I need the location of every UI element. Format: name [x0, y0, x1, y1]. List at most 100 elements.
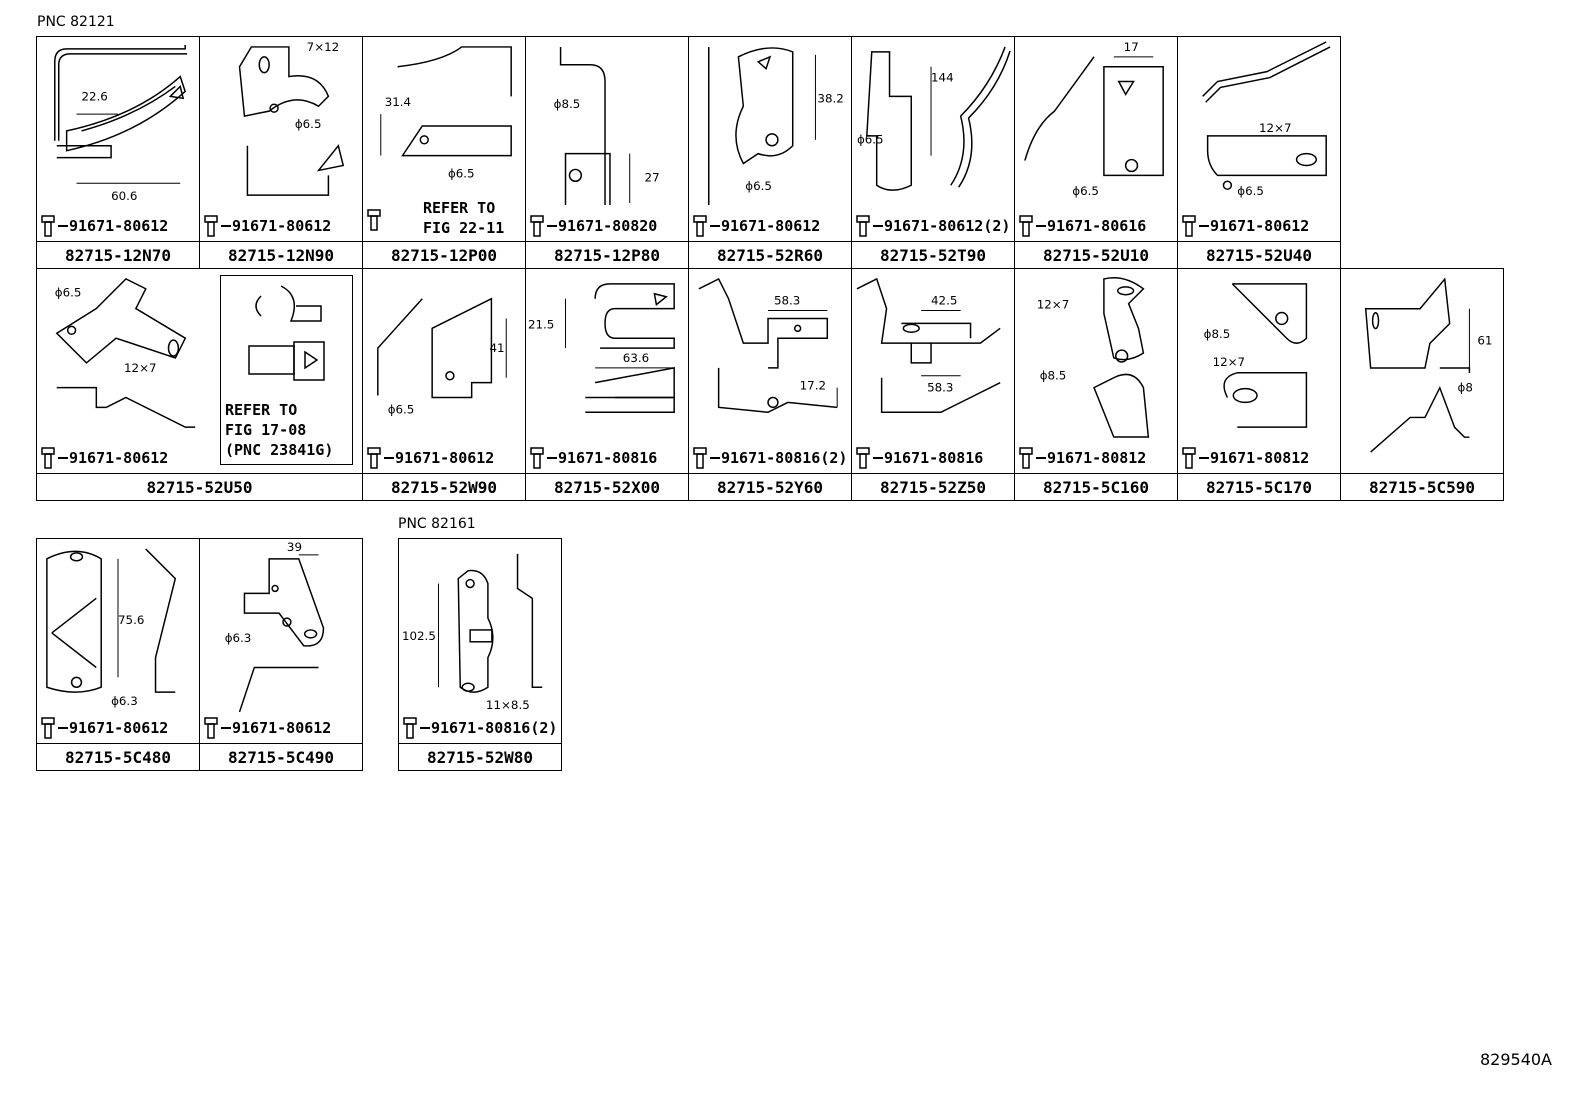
- bolt-number: 91671-80820: [558, 217, 658, 235]
- part-cell-12p80[interactable]: ϕ8.5 27 91671-80820 82715-12P80: [525, 36, 689, 269]
- part-cell-52u10[interactable]: 17 ϕ6.5 91671-80616 82715-52U10: [1014, 36, 1178, 269]
- bracket-drawing: 22.6 60.6: [37, 37, 199, 210]
- part-cell-52y60[interactable]: 58.3 17.2 91671-80816(2) 82715-52Y60: [688, 268, 852, 501]
- part-cell-52w90[interactable]: 41 ϕ6.5 91671-80612 82715-52W90: [362, 268, 526, 501]
- part-cell-5c480[interactable]: 75.6 ϕ6.3 91671-80612 82715-5C480: [36, 538, 200, 771]
- bolt-callout: 91671-80812: [1018, 446, 1146, 470]
- bolt-number: 91671-80816(2): [431, 719, 558, 737]
- part-cell-5c170[interactable]: ϕ8.5 12×7 91671-80812 82715-5C170: [1177, 268, 1341, 501]
- bolt-callout: 91671-80820: [529, 214, 657, 238]
- bolt-icon: [856, 215, 870, 237]
- bolt-icon: [41, 717, 55, 739]
- bolt-icon: [530, 215, 544, 237]
- part-cell-12n70[interactable]: 22.6 60.6 91671-80612 82715-12N70: [36, 36, 200, 269]
- part-number: 82715-5C490: [200, 743, 362, 770]
- dim-label: ϕ6.5: [1072, 184, 1099, 198]
- bracket-drawing: 144 ϕ6.5: [852, 37, 1014, 210]
- bracket-drawing: 12×7 ϕ6.5: [1178, 37, 1340, 210]
- bolt-callout: 91671-80612: [40, 716, 168, 740]
- part-number: 82715-52X00: [526, 473, 688, 500]
- dim-label: 102.5: [402, 629, 436, 643]
- part-cell-52r60[interactable]: 38.2 ϕ6.5 91671-80612 82715-52R60: [688, 36, 852, 269]
- bolt-icon: [1019, 215, 1033, 237]
- bolt-icon: [693, 215, 707, 237]
- dim-label: 27: [645, 170, 660, 184]
- bracket-drawing: 102.5 11×8.5: [399, 539, 561, 712]
- part-cell-5c160[interactable]: 12×7 ϕ8.5 91671-80812 82715-5C160: [1014, 268, 1178, 501]
- bolt-number: 91671-80612: [69, 719, 169, 737]
- bolt-number: 91671-80612: [232, 217, 332, 235]
- part-cell-52x00[interactable]: 21.5 63.6 91671-80816 82715-52X00: [525, 268, 689, 501]
- bolt-icon: [1182, 447, 1196, 469]
- bracket-drawing: 21.5 63.6: [526, 269, 688, 442]
- bracket-drawing: 58.3 17.2: [689, 269, 851, 442]
- bolt-callout: 91671-80612: [203, 716, 331, 740]
- dim-label: ϕ6.3: [225, 631, 252, 645]
- dim-label: ϕ6.5: [1237, 184, 1264, 198]
- bolt-icon: [41, 447, 55, 469]
- dim-label: ϕ6.5: [388, 402, 415, 416]
- bolt-number: 91671-80612: [395, 449, 495, 467]
- part-cell-5c590[interactable]: 61 ϕ8 82715-5C590: [1340, 268, 1504, 501]
- bolt-number: 91671-80816(2): [721, 449, 848, 467]
- part-number: 82715-52R60: [689, 241, 851, 268]
- part-cell-52z50[interactable]: 42.5 58.3 91671-80816 82715-52Z50: [851, 268, 1015, 501]
- pnc-label-82121: PNC 82121: [37, 14, 115, 30]
- bolt-icon: [1182, 215, 1196, 237]
- bracket-drawing: 61 ϕ8: [1341, 269, 1503, 474]
- bolt-number: 91671-80812: [1210, 449, 1310, 467]
- bracket-drawing: 42.5 58.3: [852, 269, 1014, 442]
- bolt-callout: 91671-80816: [855, 446, 983, 470]
- bracket-drawing: 7×12 ϕ6.5: [200, 37, 362, 210]
- part-cell-12p00[interactable]: 31.4 ϕ6.5 REFER TO FIG 22-11 82715-12P00: [362, 36, 526, 269]
- dim-label: ϕ8.5: [1040, 369, 1067, 383]
- dim-label: 38.2: [817, 91, 843, 105]
- bolt-icon: [367, 209, 381, 231]
- bolt-number: 91671-80612: [1210, 217, 1310, 235]
- part-cell-5c490[interactable]: 39 ϕ6.3 91671-80612 82715-5C490: [199, 538, 363, 771]
- dim-label: 11×8.5: [486, 698, 530, 712]
- bolt-number: 91671-80612: [721, 217, 821, 235]
- dim-label: ϕ8.5: [554, 97, 581, 111]
- dim-label: 58.3: [927, 381, 953, 395]
- part-number: 82715-5C590: [1341, 473, 1503, 500]
- bolt-callout: 91671-80816(2): [402, 716, 557, 740]
- dim-label: 12×7: [124, 361, 157, 375]
- dim-label: 75.6: [118, 613, 144, 627]
- bolt-icon: [204, 215, 218, 237]
- bolt-callout: 91671-80612: [40, 214, 168, 238]
- dim-label: 31.4: [385, 95, 411, 109]
- dim-label: ϕ6.5: [55, 286, 82, 300]
- part-cell-12n90[interactable]: 7×12 ϕ6.5 91671-80612 82715-12N90: [199, 36, 363, 269]
- dim-label: ϕ6.5: [295, 117, 322, 131]
- dim-label: 63.6: [623, 351, 649, 365]
- bolt-number: 91671-80612(2): [884, 217, 1011, 235]
- dim-label: 39: [287, 540, 302, 554]
- bracket-drawing: ϕ8.5 27: [526, 37, 688, 210]
- part-number: 82715-12N90: [200, 241, 362, 268]
- bolt-icon: [367, 447, 381, 469]
- part-number: 82715-52U50: [37, 473, 362, 500]
- bolt-icon: [204, 717, 218, 739]
- bracket-drawing: 41 ϕ6.5: [363, 269, 525, 442]
- part-number: 82715-5C480: [37, 743, 199, 770]
- part-number: 82715-12N70: [37, 241, 199, 268]
- refer-box: REFER TO FIG 17-08 (PNC 23841G): [220, 275, 353, 465]
- bracket-drawing: 38.2 ϕ6.5: [689, 37, 851, 210]
- part-number: 82715-52T90: [852, 241, 1014, 268]
- bracket-drawing: 31.4 ϕ6.5: [363, 37, 525, 210]
- part-cell-52t90[interactable]: 144 ϕ6.5 91671-80612(2) 82715-52T90: [851, 36, 1015, 269]
- part-cell-52w80[interactable]: 102.5 11×8.5 91671-80816(2) 82715-52W80: [398, 538, 562, 771]
- bolt-callout: 91671-80612: [692, 214, 820, 238]
- part-number: 82715-52U40: [1178, 241, 1340, 268]
- bracket-drawing: 17 ϕ6.5: [1015, 37, 1177, 210]
- dim-label: 41: [489, 341, 504, 355]
- part-cell-52u50[interactable]: ϕ6.5 12×7 REFER TO FIG 17-08 (PNC 23841G…: [36, 268, 363, 501]
- illustration-number: 829540A: [1479, 1050, 1552, 1069]
- part-number: 82715-52Y60: [689, 473, 851, 500]
- dim-label: ϕ8: [1458, 381, 1473, 395]
- part-number: 82715-5C160: [1015, 473, 1177, 500]
- bolt-callout: 91671-80816(2): [692, 446, 847, 470]
- bolt-number: 91671-80612: [69, 217, 169, 235]
- part-cell-52u40[interactable]: 12×7 ϕ6.5 91671-80612 82715-52U40: [1177, 36, 1341, 269]
